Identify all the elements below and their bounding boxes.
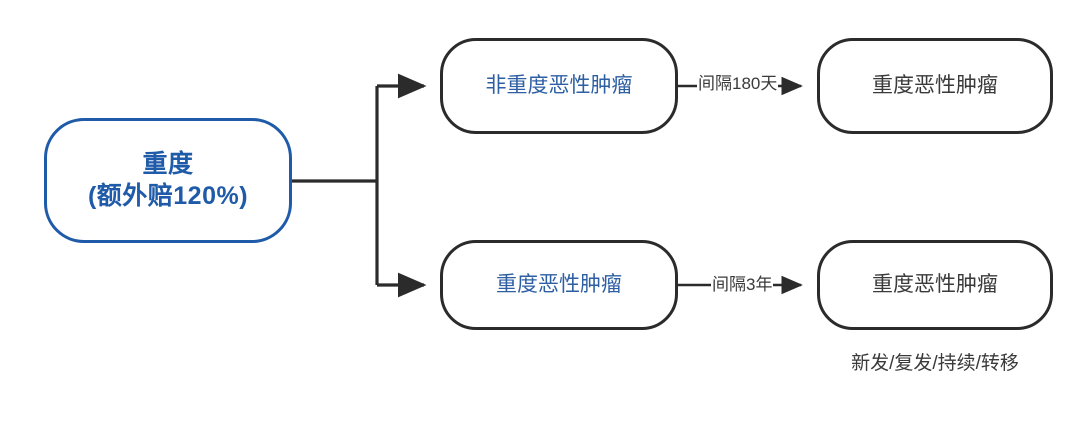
node-severe-malignant-tumor-top[interactable]: 重度恶性肿瘤 xyxy=(817,38,1053,134)
node-severe-malignant-tumor-bottom-right[interactable]: 重度恶性肿瘤 xyxy=(817,240,1053,330)
caption-recurrence-types: 新发/复发/持续/转移 xyxy=(851,353,1019,374)
node-severe-extra-payout[interactable]: 重度 (额外赔120%) xyxy=(44,118,292,243)
node-root-line1: 重度 xyxy=(142,150,194,179)
node-severe-malignant-tumor-top-label: 重度恶性肿瘤 xyxy=(872,73,998,97)
node-severe-malignant-tumor-bottom-left[interactable]: 重度恶性肿瘤 xyxy=(440,240,678,330)
edge-root-fork xyxy=(292,86,379,285)
node-non-severe-malignant-tumor-label: 非重度恶性肿瘤 xyxy=(485,73,633,97)
node-severe-extra-payout-text: 重度 (额外赔120%) xyxy=(88,149,248,212)
node-non-severe-malignant-tumor[interactable]: 非重度恶性肿瘤 xyxy=(440,38,678,134)
node-severe-malignant-tumor-bottom-right-label: 重度恶性肿瘤 xyxy=(872,272,998,296)
edge-label-interval-3-years: 间隔3年 xyxy=(711,275,774,294)
node-root-line2: (额外赔120%) xyxy=(87,181,249,210)
edge-label-interval-180-days: 间隔180天 xyxy=(697,74,779,93)
node-severe-malignant-tumor-bottom-left-label: 重度恶性肿瘤 xyxy=(496,272,622,296)
